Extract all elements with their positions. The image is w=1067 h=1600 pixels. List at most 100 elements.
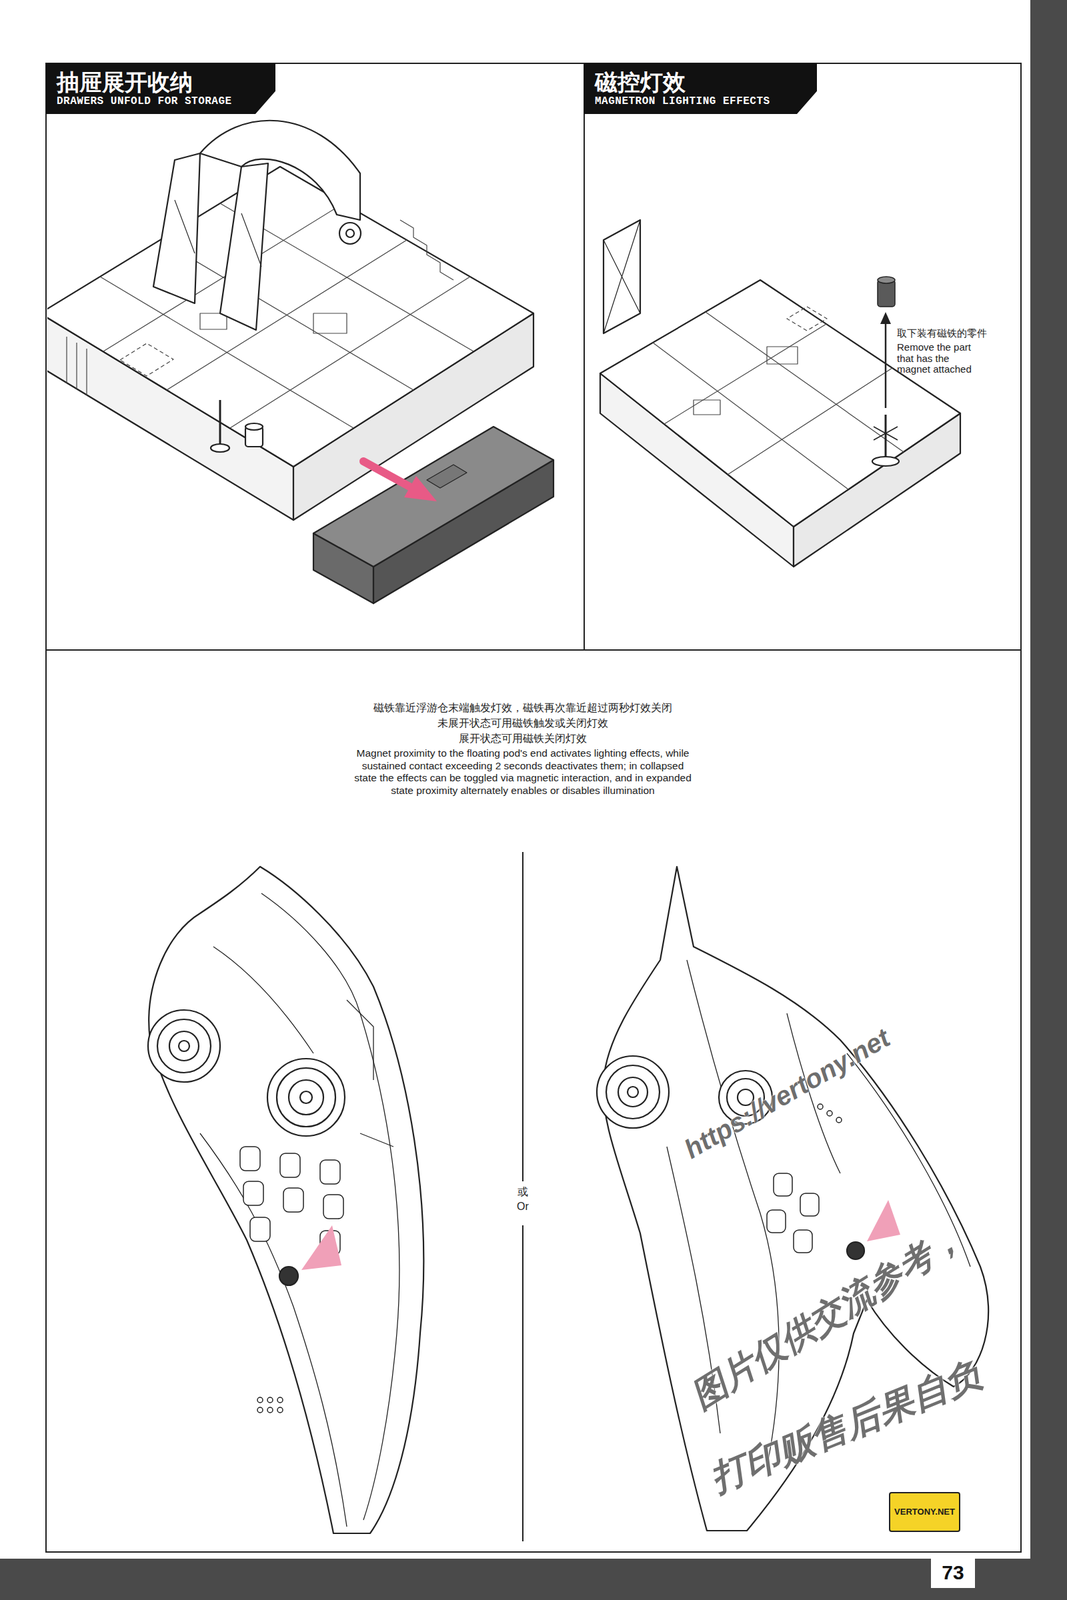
line-art bbox=[872, 456, 899, 467]
line-art bbox=[766, 1104, 842, 1254]
page-number: 73 bbox=[930, 1557, 975, 1589]
section-header: 磁控灯效MAGNETRON LIGHTING EFFECTS bbox=[584, 63, 817, 115]
line-art bbox=[169, 1031, 199, 1061]
pull-arrow bbox=[363, 461, 437, 502]
line-art bbox=[884, 322, 887, 409]
line-art bbox=[210, 444, 230, 453]
line-art bbox=[320, 1160, 341, 1185]
callout-text-en: Remove the part that has the magnet atta… bbox=[896, 342, 981, 376]
line-art bbox=[279, 1267, 299, 1286]
line-art bbox=[280, 1153, 301, 1178]
line-art bbox=[277, 1397, 283, 1404]
line-art bbox=[47, 166, 534, 467]
line-art bbox=[603, 220, 641, 334]
line-art bbox=[817, 1104, 823, 1110]
line-art bbox=[602, 866, 989, 1532]
page-border bbox=[0, 1559, 1067, 1600]
line-art bbox=[596, 1056, 669, 1129]
callout-text-cn: 取下装有磁铁的零件 bbox=[896, 327, 1024, 341]
line-art bbox=[346, 229, 355, 238]
line-art bbox=[404, 476, 437, 502]
line-art bbox=[664, 324, 827, 425]
line-art bbox=[288, 1080, 324, 1116]
line-art bbox=[522, 852, 524, 1182]
base-magnet-figure bbox=[600, 220, 961, 567]
line-art bbox=[153, 153, 201, 304]
line-art bbox=[300, 1091, 313, 1104]
page-border bbox=[1030, 0, 1067, 1600]
line-art bbox=[766, 1210, 786, 1234]
header-band-fill bbox=[46, 63, 276, 115]
section-subtitle: DRAWERS UNFOLD FOR STORAGE bbox=[56, 95, 233, 108]
header-band-fill bbox=[584, 63, 817, 115]
line-art bbox=[160, 240, 414, 391]
line-art bbox=[257, 1397, 263, 1404]
line-art bbox=[267, 1058, 345, 1137]
pod-collapsed-figure bbox=[148, 866, 424, 1534]
line-art bbox=[250, 1217, 271, 1242]
magnet-part bbox=[877, 276, 895, 409]
or-divider: 或 bbox=[509, 1185, 537, 1200]
line-art bbox=[727, 368, 893, 475]
line-art bbox=[866, 1200, 901, 1242]
line-art bbox=[346, 1000, 394, 1148]
line-art bbox=[323, 1195, 344, 1220]
site-logo: VERTONY.NET bbox=[888, 1492, 961, 1533]
note-cn: 展开状态可用磁铁关闭灯效 bbox=[289, 732, 757, 746]
logo-text: VERTONY.NET bbox=[894, 1507, 955, 1518]
page-number-text: 73 bbox=[941, 1561, 964, 1586]
line-art bbox=[240, 1147, 261, 1172]
line-art bbox=[773, 1173, 793, 1197]
panel-frame bbox=[46, 63, 1021, 1553]
line-art bbox=[652, 342, 849, 490]
line-art bbox=[46, 649, 1021, 651]
watermark: https://vertony.net bbox=[678, 1020, 896, 1166]
line-art bbox=[826, 1111, 833, 1117]
line-art bbox=[240, 1147, 344, 1414]
line-art bbox=[243, 1181, 264, 1206]
line-art bbox=[603, 220, 641, 334]
line-art bbox=[873, 426, 898, 441]
line-art bbox=[267, 1397, 273, 1404]
line-art bbox=[606, 1065, 660, 1120]
section-header: 抽屉展开收纳DRAWERS UNFOLD FOR STORAGE bbox=[46, 63, 276, 115]
or-divider: Or bbox=[509, 1200, 537, 1214]
section-title: 磁控灯效 bbox=[594, 69, 686, 96]
line-art bbox=[766, 346, 798, 365]
line-art bbox=[618, 1077, 648, 1108]
line-art bbox=[178, 1040, 190, 1052]
line-art bbox=[257, 1407, 263, 1414]
note-cn: 磁铁靠近浮游仓末端触发灯效，磁铁再次靠近超过两秒灯效关闭 bbox=[289, 701, 757, 715]
line-art bbox=[267, 1407, 273, 1414]
line-art bbox=[213, 946, 314, 1054]
line-art bbox=[836, 1117, 842, 1124]
line-art bbox=[200, 893, 400, 1528]
line-art bbox=[46, 63, 1021, 1553]
note-cn: 未展开状态可用磁铁触发或关闭灯效 bbox=[289, 716, 757, 731]
line-art bbox=[157, 1019, 211, 1074]
line-art bbox=[76, 342, 77, 390]
line-art bbox=[148, 1010, 221, 1083]
line-art bbox=[148, 866, 424, 1534]
line-art bbox=[339, 222, 361, 245]
line-art bbox=[66, 203, 474, 429]
line-art bbox=[261, 893, 400, 1521]
base-drawer-figure bbox=[47, 120, 554, 604]
line-art bbox=[220, 163, 269, 331]
line-art bbox=[600, 280, 961, 527]
line-art bbox=[705, 312, 904, 453]
line-art bbox=[313, 313, 347, 334]
line-art bbox=[219, 400, 222, 446]
line-art bbox=[877, 280, 895, 307]
line-art bbox=[174, 200, 195, 254]
line-art bbox=[693, 400, 721, 415]
line-art bbox=[583, 63, 585, 651]
line-art bbox=[66, 336, 67, 384]
note-en: Magnet proximity to the floating pod's e… bbox=[352, 747, 693, 797]
line-art bbox=[301, 1225, 342, 1271]
section-subtitle: MAGNETRON LIGHTING EFFECTS bbox=[594, 95, 771, 108]
